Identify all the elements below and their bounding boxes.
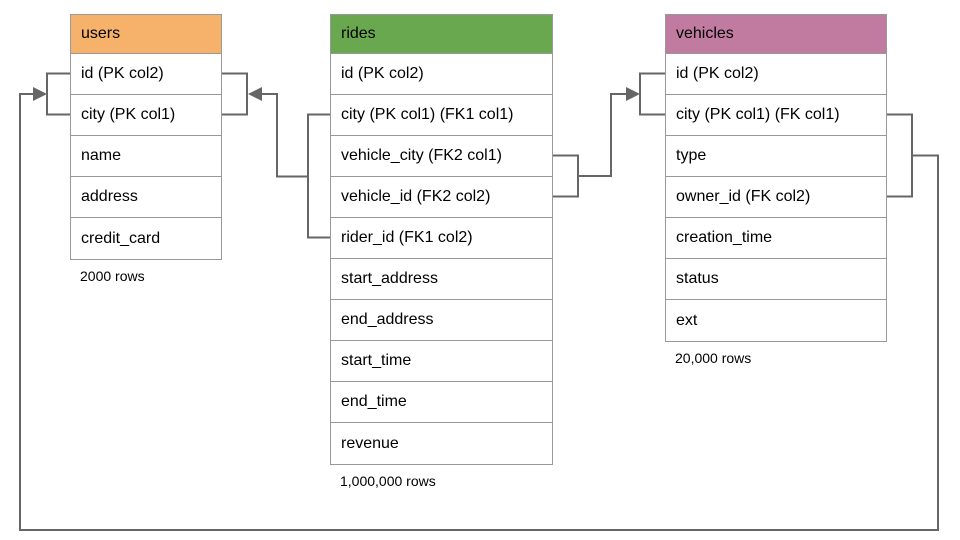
table-title-rides: rides <box>331 15 552 54</box>
fk3-arrowhead-icon <box>33 87 47 101</box>
column-users-0: id (PK col2) <box>71 54 221 95</box>
row-count-vehicles: 20,000 rows <box>675 350 752 366</box>
column-vehicles-4: creation_time <box>666 218 886 259</box>
column-vehicles-2: type <box>666 136 886 177</box>
column-users-1: city (PK col1) <box>71 95 221 136</box>
column-vehicles-3: owner_id (FK col2) <box>666 177 886 218</box>
fk1-line <box>261 93 308 178</box>
column-rides-0: id (PK col2) <box>331 54 552 95</box>
column-vehicles-1: city (PK col1) (FK col1) <box>666 95 886 136</box>
column-users-2: name <box>71 136 221 177</box>
fk3-users-bracket <box>46 72 70 116</box>
column-users-3: address <box>71 177 221 218</box>
fk2-line <box>578 93 627 177</box>
fk2-rides-bracket <box>553 154 579 198</box>
fk2-arrowhead-icon <box>626 87 640 101</box>
column-vehicles-0: id (PK col2) <box>666 54 886 95</box>
fk1-rides-bracket <box>307 113 330 239</box>
column-rides-2: vehicle_city (FK2 col1) <box>331 136 552 177</box>
column-rides-9: revenue <box>331 423 552 464</box>
row-count-rides: 1,000,000 rows <box>340 473 436 489</box>
fk2-vehicles-bracket <box>639 72 665 116</box>
column-rides-7: start_time <box>331 341 552 382</box>
fk3-vehicles-bracket <box>887 113 913 198</box>
fk1-users-bracket <box>222 72 248 116</box>
column-rides-5: start_address <box>331 259 552 300</box>
column-rides-1: city (PK col1) (FK1 col1) <box>331 95 552 136</box>
column-rides-6: end_address <box>331 300 552 341</box>
column-rides-3: vehicle_id (FK2 col2) <box>331 177 552 218</box>
column-vehicles-5: status <box>666 259 886 300</box>
table-title-vehicles: vehicles <box>666 15 886 54</box>
column-users-4: credit_card <box>71 218 221 259</box>
table-title-users: users <box>71 15 221 54</box>
column-vehicles-6: ext <box>666 300 886 341</box>
row-count-users: 2000 rows <box>80 268 145 284</box>
column-rides-8: end_time <box>331 382 552 423</box>
column-rides-4: rider_id (FK1 col2) <box>331 218 552 259</box>
fk1-arrowhead-icon <box>248 87 262 101</box>
